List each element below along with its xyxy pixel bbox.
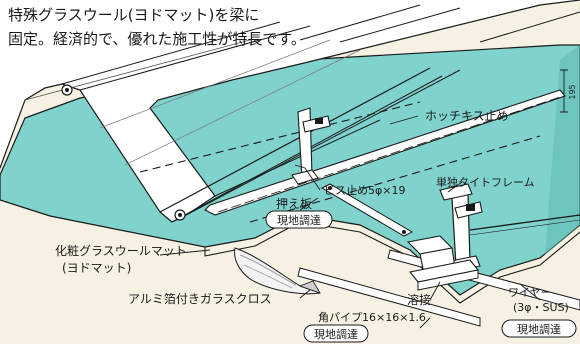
label-wire-2: (3φ・SUS): [513, 301, 569, 314]
label-screw: ビス止め5φ×19: [324, 184, 405, 197]
leader-lines: [159, 115, 541, 329]
label-wire-1: ワイヤー: [508, 286, 552, 299]
label-mat-1: 化粧グラスウールマット: [55, 244, 187, 258]
roof-panel: [0, 0, 580, 223]
wire: [469, 214, 580, 236]
plate-note: 現地調達: [277, 213, 321, 227]
pipe-note: 現地調達: [314, 327, 358, 341]
purlin-bar: [204, 89, 566, 216]
label-mat-2: (ヨドマット): [62, 261, 131, 275]
pressing-plate: [320, 183, 414, 237]
plate-note-badge: 現地調達: [265, 210, 333, 229]
intro-line-2: 固定。経済的で、優れた施工性が特長です。: [8, 30, 306, 48]
label-plate: 押え板: [276, 197, 312, 211]
tight-frame-upper: [291, 107, 331, 185]
dimension-mark: 195: [560, 69, 577, 113]
label-weld: 溶接: [407, 292, 431, 307]
label-frame: 単独タイトフレーム: [436, 175, 535, 189]
label-hotchkiss: ホッチキス止め: [425, 109, 509, 123]
intro-line-1: 特殊グラスウール(ヨドマット)を梁に: [8, 6, 259, 24]
wire-note-badge: 現地調達: [501, 319, 577, 338]
pipe-note-badge: 現地調達: [303, 324, 369, 343]
label-pipe: 角パイプ16×16×1.6: [318, 311, 426, 324]
aluminum-foil-cloth: [234, 247, 321, 295]
top-sheet-lines: [299, 4, 580, 43]
wire-note: 現地調達: [517, 322, 561, 336]
label-foil: アルミ箔付きガラスクロス: [128, 291, 272, 306]
dimension-label: 195: [568, 84, 577, 99]
staple-lines: [139, 101, 541, 223]
steel-beam: [406, 235, 479, 291]
